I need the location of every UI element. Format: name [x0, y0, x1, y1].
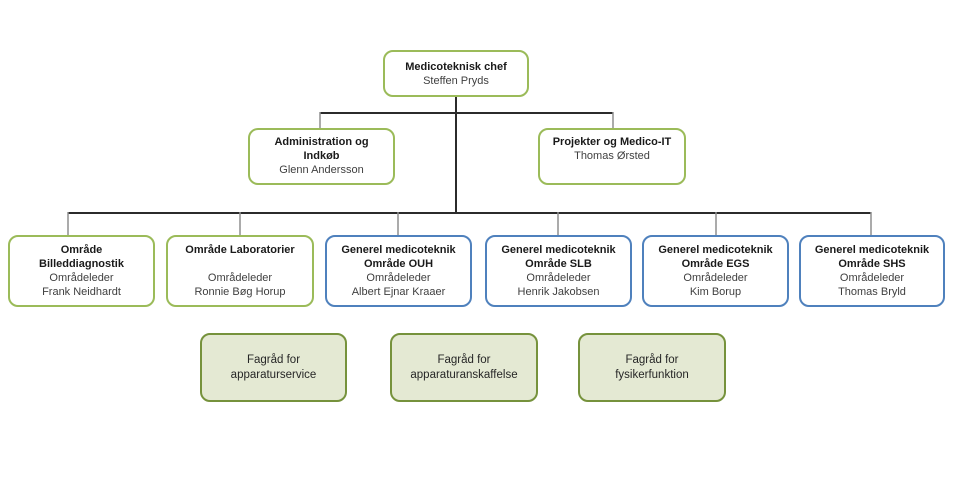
node-title: Generel medicoteknik Område SLB — [501, 244, 616, 270]
node-title: Generel medicoteknik Område EGS — [658, 244, 773, 270]
node-name: Steffen Pryds — [423, 74, 489, 87]
node-generel-medicoteknik-egs: Generel medicoteknik Område EGS Områdele… — [642, 235, 789, 307]
node-name: Frank Neidhardt — [42, 286, 121, 298]
node-title: Generel medicoteknik Område SHS — [814, 244, 930, 270]
node-title: Medicoteknisk chef — [405, 60, 507, 73]
node-role: Områdeleder — [839, 272, 905, 284]
node-name: Glenn Andersson — [279, 164, 364, 176]
council-apparaturanskaffelse: Fagråd for apparaturanskaffelse — [390, 333, 538, 402]
node-name: Ronnie Bøg Horup — [194, 286, 286, 298]
council-fysikerfunktion: Fagråd for fysikerfunktion — [578, 333, 726, 402]
node-role: Områdeleder — [49, 272, 114, 284]
node-administration-indkob: Administration og Indkøb Glenn Andersson — [248, 128, 395, 185]
node-generel-medicoteknik-slb: Generel medicoteknik Område SLB Områdele… — [485, 235, 632, 307]
node-title: Område Billeddiagnostik — [39, 244, 124, 270]
node-name: Albert Ejnar Kraaer — [351, 286, 446, 298]
node-role: Områdeleder — [207, 272, 273, 284]
node-omrade-laboratorier: Område Laboratorier Områdeleder Ronnie B… — [166, 235, 314, 307]
node-name: Henrik Jakobsen — [517, 286, 600, 298]
node-name: Thomas Bryld — [838, 286, 906, 298]
node-title: Administration og Indkøb — [274, 136, 369, 162]
node-medicoteknisk-chef: Medicoteknisk chef Steffen Pryds — [383, 50, 529, 97]
node-title: Område Laboratorier — [185, 244, 295, 256]
node-projekter-medico-it: Projekter og Medico-IT Thomas Ørsted — [538, 128, 686, 185]
node-title: Projekter og Medico-IT — [552, 136, 672, 148]
node-name: Thomas Ørsted — [574, 150, 650, 162]
node-omrade-billeddiagnostik: Område Billeddiagnostik Områdeleder Fran… — [8, 235, 155, 307]
node-name: Kim Borup — [689, 286, 742, 298]
node-generel-medicoteknik-ouh: Generel medicoteknik Område OUH Områdele… — [325, 235, 472, 307]
node-role: Områdeleder — [683, 272, 748, 284]
node-title: Generel medicoteknik Område OUH — [341, 244, 456, 270]
node-role: Områdeleder — [366, 272, 431, 284]
council-apparaturservice: Fagråd for apparaturservice — [200, 333, 347, 402]
node-generel-medicoteknik-shs: Generel medicoteknik Område SHS Områdele… — [799, 235, 945, 307]
node-role: Områdeleder — [526, 272, 591, 284]
